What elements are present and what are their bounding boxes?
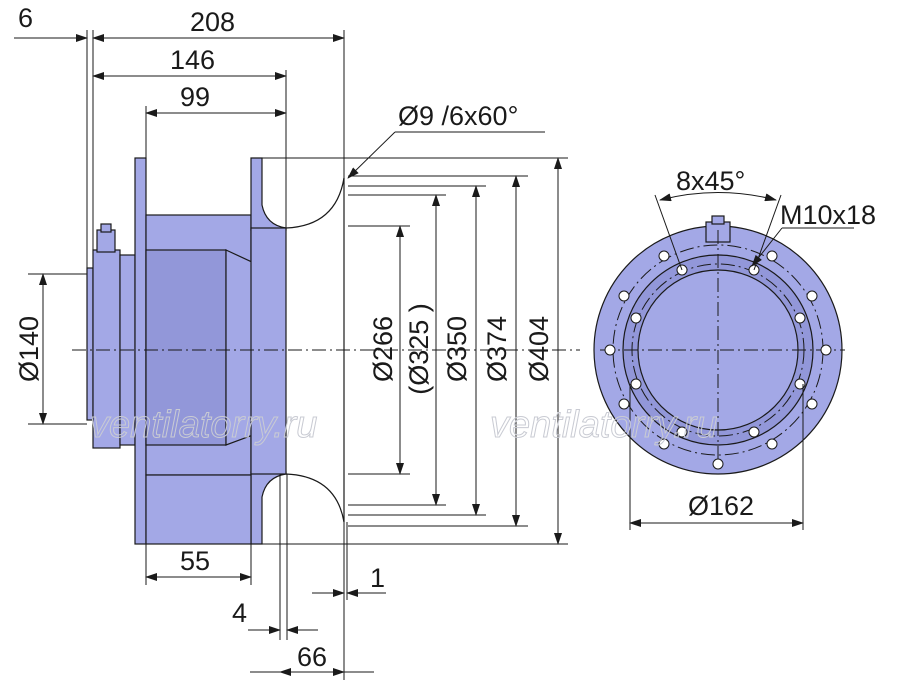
mounting-plate	[134, 157, 147, 545]
dim-6: 6	[18, 3, 33, 33]
watermark-right: ventilatorry.ru	[490, 404, 717, 446]
dim-55: 55	[180, 546, 210, 576]
terminal-box	[96, 229, 116, 253]
watermark-left: ventilatorry.ru	[90, 404, 317, 446]
terminal-cap	[100, 223, 112, 233]
inlet-curve-top	[285, 177, 345, 229]
dim-dia325: (Ø325 )	[404, 303, 434, 395]
motor-holes	[630, 264, 806, 438]
dim-thread: M10x18	[780, 200, 876, 230]
dim-1: 1	[370, 563, 385, 593]
dim-dia374: Ø374	[482, 316, 512, 382]
shaft-end	[86, 267, 94, 421]
impeller-hub	[250, 227, 287, 475]
dim-4: 4	[232, 598, 247, 628]
dim-146: 146	[170, 45, 215, 75]
dim-66: 66	[297, 642, 327, 672]
motor-end-cap	[92, 249, 121, 449]
dim-dia350: Ø350	[442, 316, 472, 382]
dim-208: 208	[190, 7, 235, 37]
dim-dia140: Ø140	[14, 316, 44, 382]
lower-body	[145, 474, 252, 545]
side-view	[86, 157, 345, 545]
dim-angle: 8x45°	[676, 166, 745, 196]
dim-holes: Ø9 /6x60°	[398, 101, 518, 131]
motor-housing	[145, 249, 227, 446]
inlet-curve-bottom	[285, 473, 345, 523]
front-view	[593, 192, 854, 530]
dim-162: Ø162	[688, 491, 754, 521]
dim-dia266: Ø266	[368, 316, 398, 382]
impeller-bottom-plate	[250, 471, 287, 545]
flange-holes	[604, 250, 832, 470]
dim-99: 99	[180, 82, 210, 112]
dimension-lines	[14, 30, 568, 680]
dim-dia404: Ø404	[524, 316, 554, 382]
impeller-top-plate	[250, 157, 287, 231]
